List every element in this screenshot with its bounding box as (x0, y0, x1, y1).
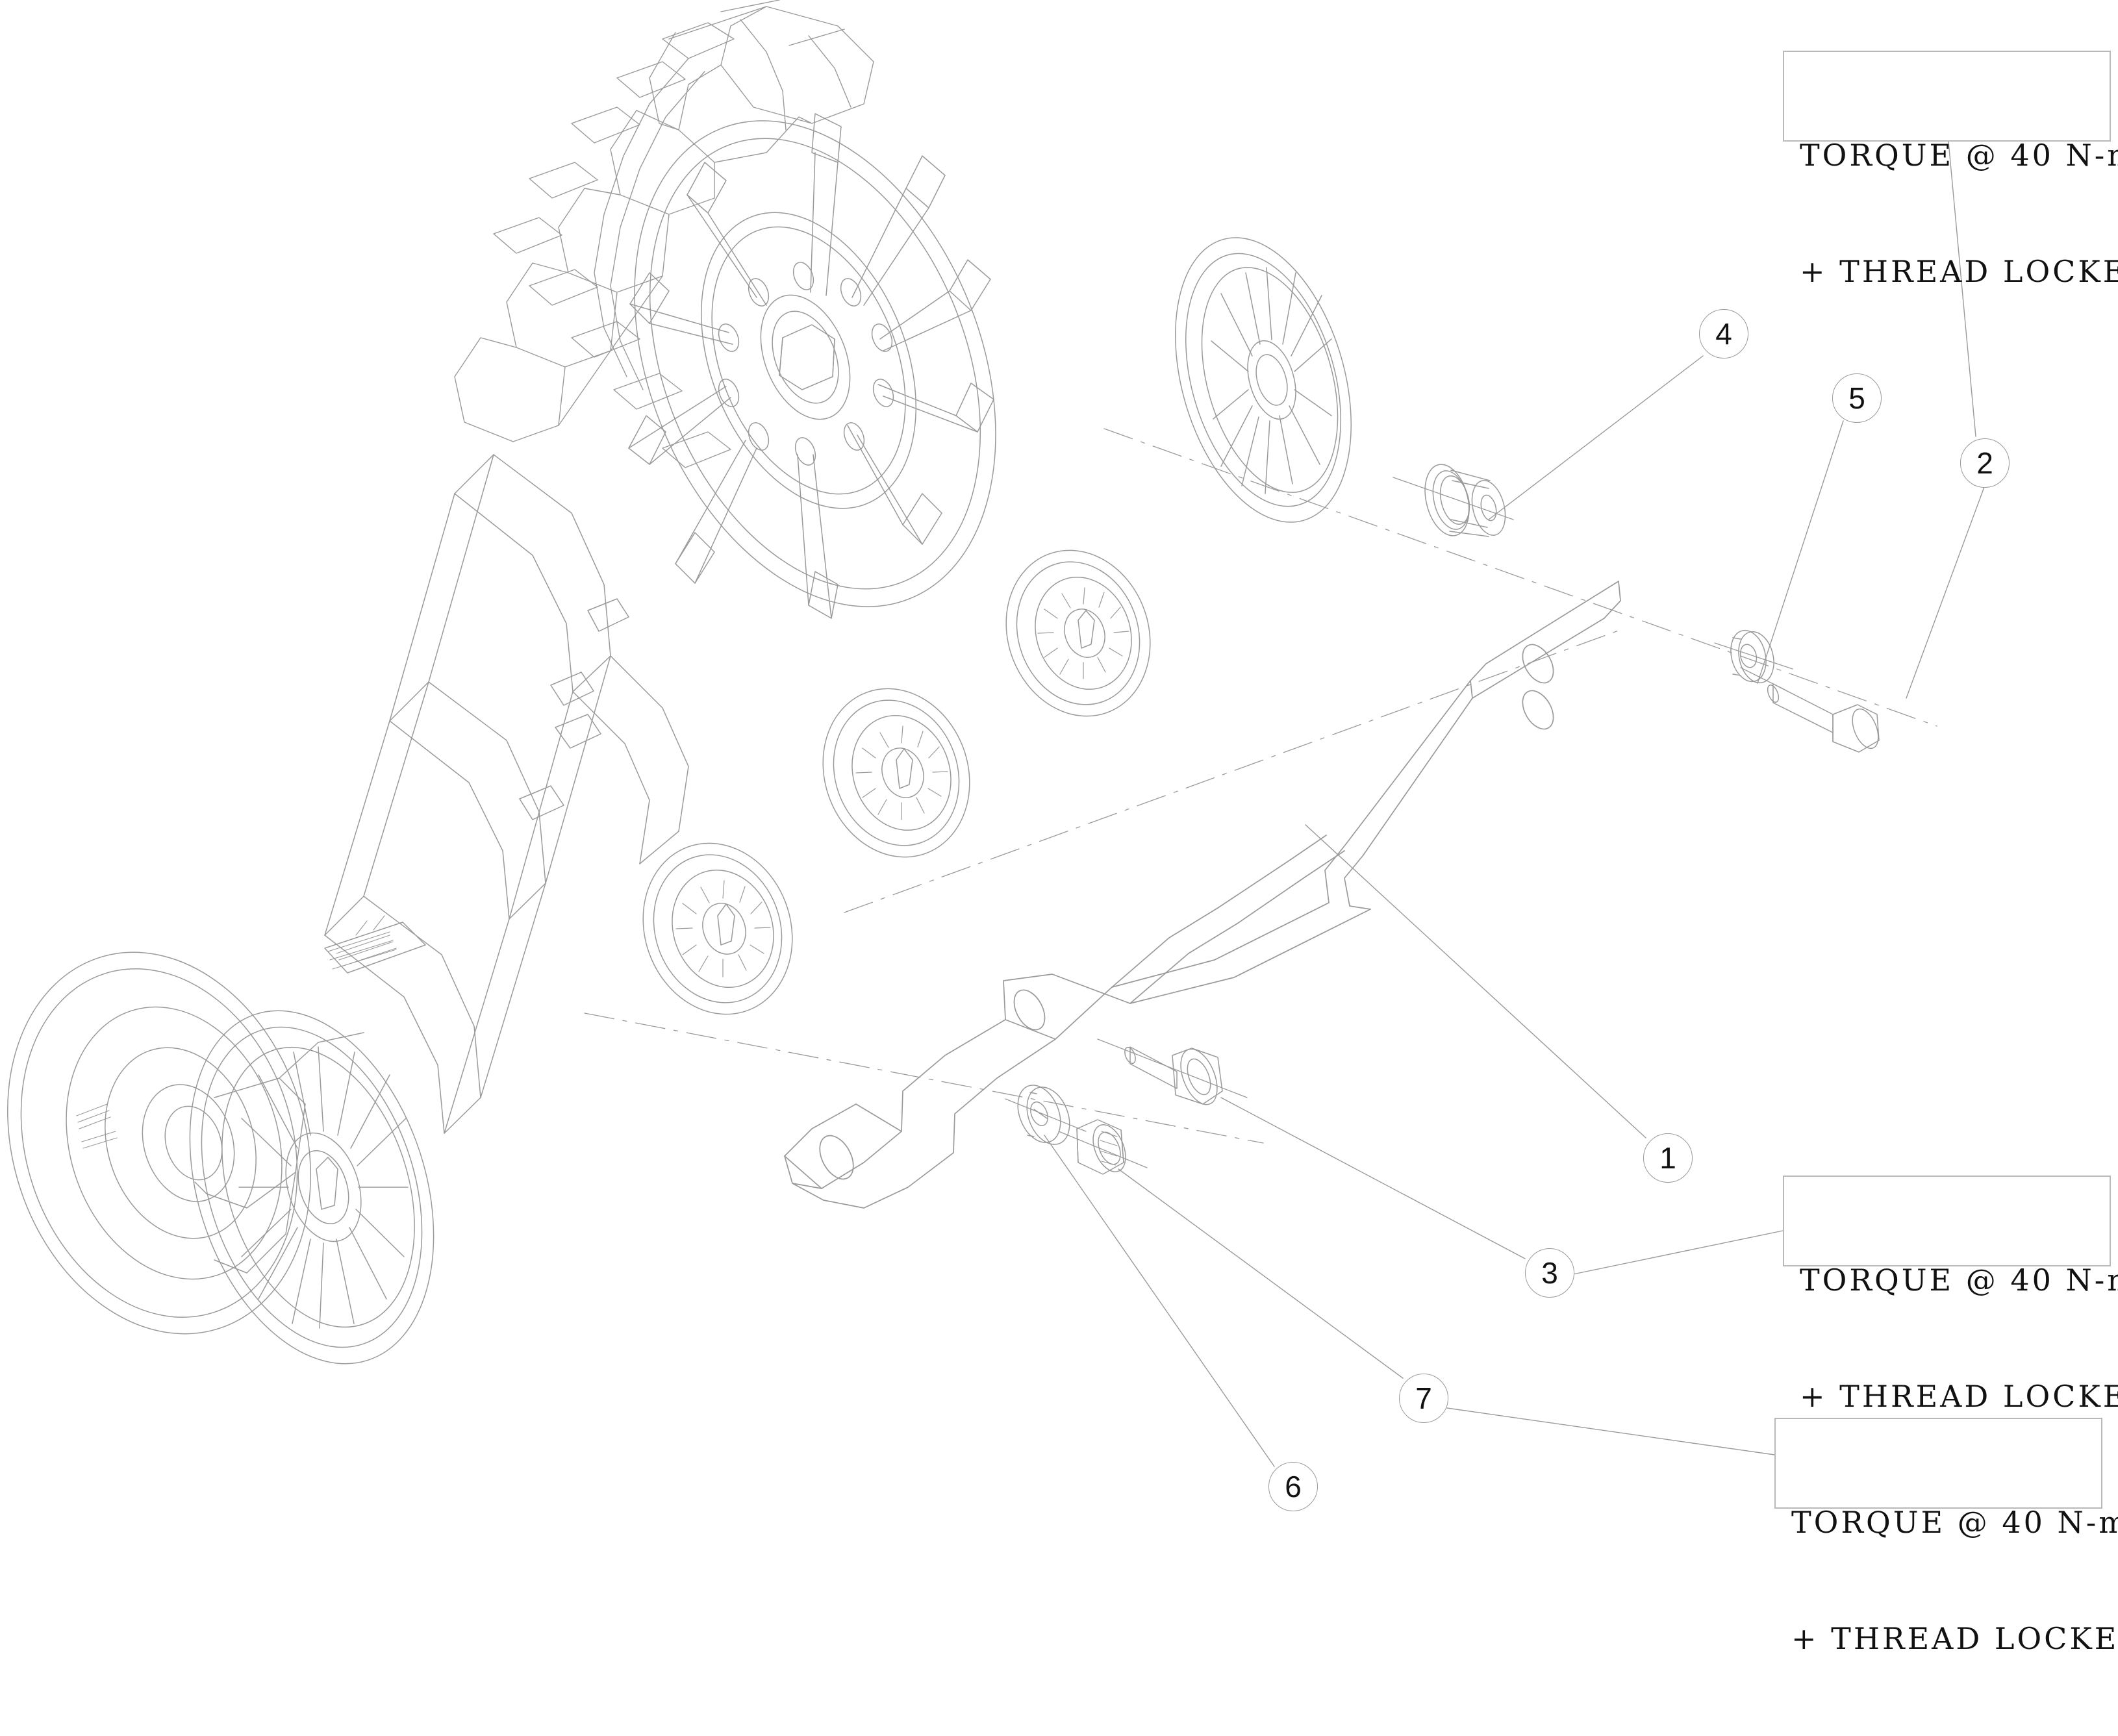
suspension-link-arm (784, 581, 1621, 1209)
part-axis-stubs (1005, 477, 1793, 1168)
note-line-2: + THREAD LOCKER (1800, 253, 2118, 289)
flange-bolt (1124, 1046, 1223, 1105)
balloon-2[interactable]: 2 (1960, 438, 2010, 488)
road-wheel-2 (822, 688, 970, 858)
balloon-number: 6 (1285, 1470, 1302, 1503)
note-line-1: TORQUE @ 40 N-m (1791, 1504, 2118, 1540)
cad-linework-layer (7, 0, 1985, 1467)
rubber-track-belt (454, 0, 874, 468)
chassis-frame (324, 454, 689, 1134)
balloon-number: 7 (1415, 1381, 1432, 1415)
leader-lines (1044, 141, 1985, 1467)
balloon-1[interactable]: 1 (1643, 1133, 1693, 1183)
torque-note-top-right: TORQUE @ 40 N-m + THREAD LOCKER (1783, 51, 2118, 289)
note-line-2: + THREAD LOCKER (1791, 1620, 2118, 1656)
front-wheel-assembly (7, 915, 435, 1365)
balloon-5[interactable]: 5 (1832, 373, 1882, 423)
torque-note-bottom-right: TORQUE @ 40 N-m + THREAD LOCKER (1774, 1418, 2118, 1656)
note-line-1: TORQUE @ 40 N-m (1800, 1262, 2118, 1298)
front-wheel-spokes (238, 1046, 409, 1329)
pivot-bushing-spacer (1424, 464, 1506, 537)
hex-lock-nut (1076, 1119, 1126, 1175)
technical-drawing-canvas: TORQUE @ 40 N-m + THREAD LOCKER TORQUE @… (7, 0, 2118, 1656)
flat-washer-upper (1730, 629, 1774, 684)
note-line-2: + THREAD LOCKER (1800, 1378, 2118, 1414)
balloon-6[interactable]: 6 (1268, 1462, 1318, 1511)
balloon-number: 2 (1976, 446, 1993, 480)
balloon-number: 4 (1715, 317, 1732, 351)
idler-wheel-upper-right (1175, 237, 1352, 523)
balloon-number: 3 (1541, 1256, 1558, 1290)
balloon-number: 5 (1848, 381, 1865, 415)
torque-note-middle-right: TORQUE @ 40 N-m + THREAD LOCKER (1783, 1176, 2118, 1414)
balloon-7[interactable]: 7 (1399, 1374, 1448, 1423)
balloon-3[interactable]: 3 (1525, 1248, 1574, 1298)
hex-head-bolt (1767, 683, 1880, 753)
bolt-circle-holes (718, 262, 894, 466)
road-wheel-1 (1005, 549, 1151, 717)
sprocket-ribs (628, 113, 994, 619)
balloon-number: 1 (1659, 1141, 1676, 1175)
assembly-centerlines (584, 428, 1937, 1144)
note-line-1: TORQUE @ 40 N-m (1800, 137, 2118, 173)
flat-washer-lower (1017, 1085, 1070, 1145)
tire-sidewall-marking (76, 915, 397, 1149)
drive-sprocket-wheel (628, 113, 996, 619)
idler-spokes (1211, 267, 1332, 494)
balloon-4[interactable]: 4 (1699, 309, 1748, 359)
road-wheel-3 (642, 842, 793, 1015)
